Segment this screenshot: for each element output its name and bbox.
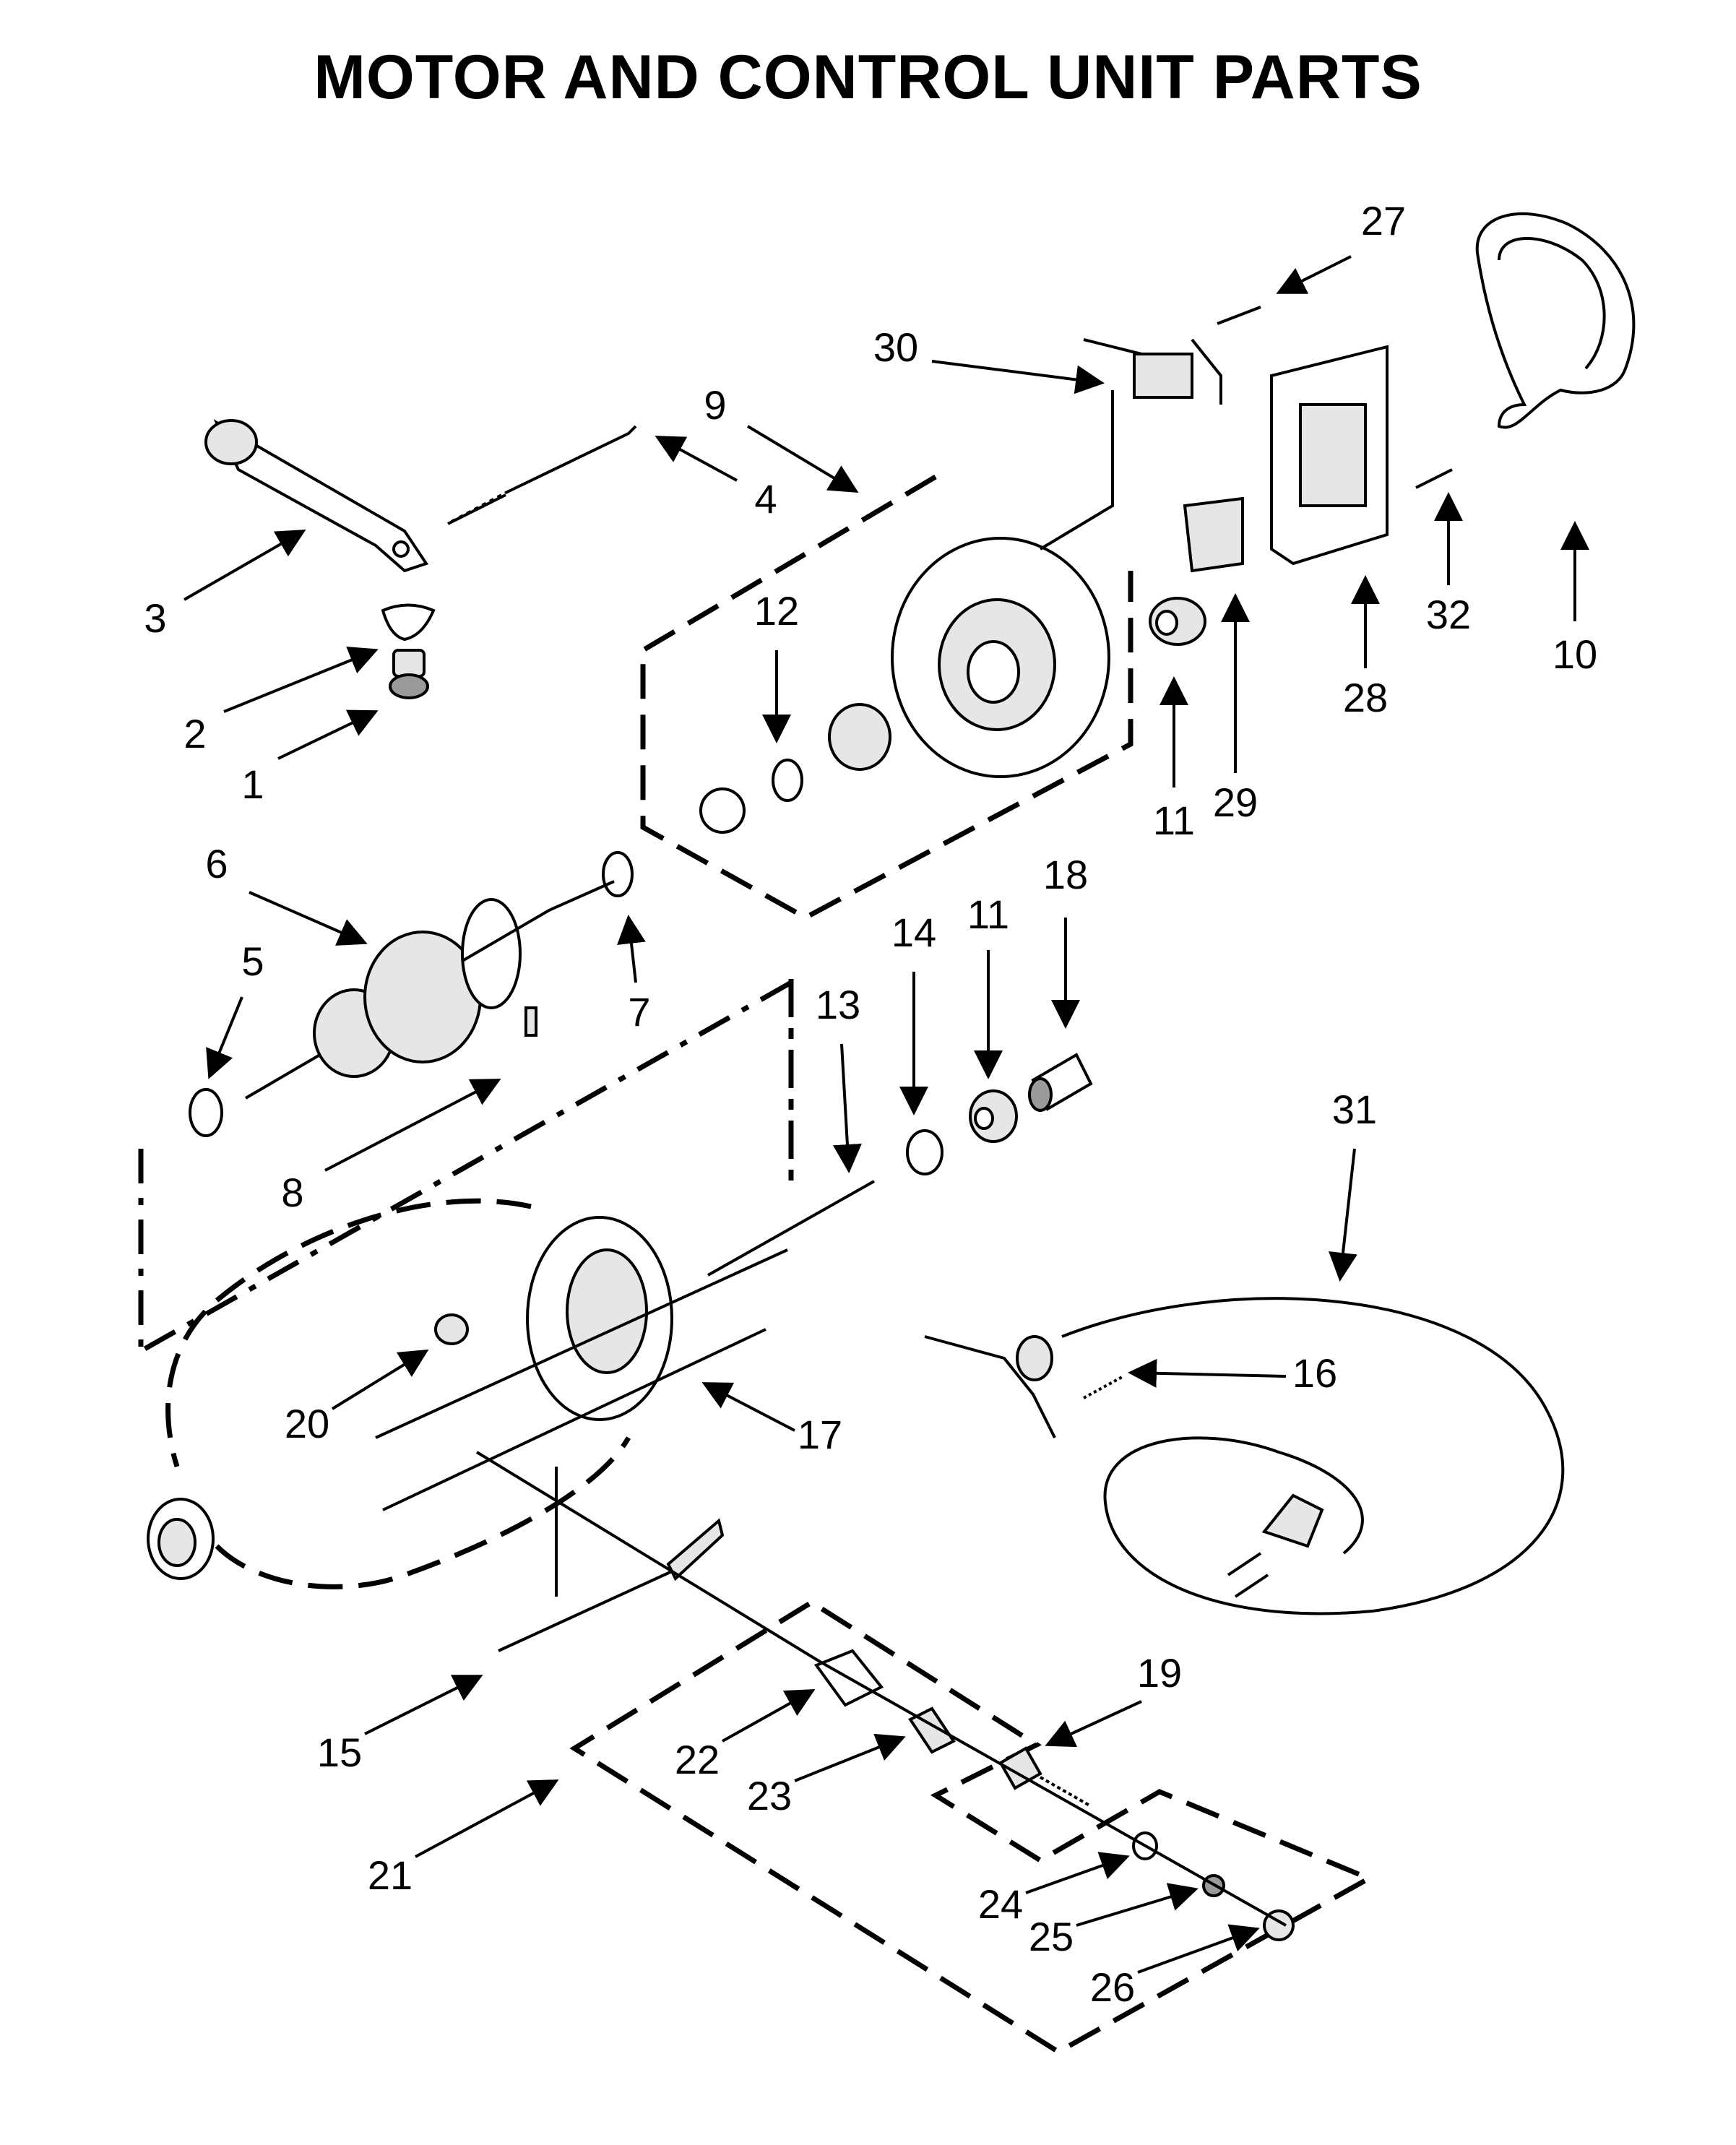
leader-c26: [1137, 1924, 1260, 1974]
leader-c3: [183, 530, 306, 601]
end-washer-part: [772, 759, 803, 802]
callout-c11b: 11: [967, 892, 1009, 937]
leader-c17: [701, 1382, 795, 1432]
callout-c11a: 11: [1153, 798, 1195, 843]
gasket-part: [1475, 212, 1636, 429]
leader-c30: [931, 360, 1105, 394]
callout-c20: 20: [285, 1401, 329, 1446]
through-bolt-part: [707, 1180, 875, 1277]
callout-c30: 30: [873, 324, 918, 370]
screw-part: [389, 649, 429, 699]
wiring-harness-part: [1039, 338, 1222, 551]
callout-c22: 22: [675, 1737, 720, 1782]
nut-upper-part: [1149, 597, 1206, 646]
callout-c21: 21: [368, 1852, 413, 1898]
leader-c22: [722, 1689, 816, 1743]
callout-c7: 7: [628, 989, 650, 1035]
callout-c5: 5: [241, 938, 264, 984]
armature-part: [244, 880, 615, 1100]
callout-c8: 8: [281, 1170, 303, 1215]
leader-lines: [183, 255, 1589, 1974]
leader-c8: [324, 1079, 501, 1172]
housing-outline-top: [139, 980, 793, 1354]
callout-c23: 23: [747, 1773, 792, 1818]
terminal-block-part: [1183, 496, 1244, 573]
nut-lower-part: [969, 1089, 1018, 1143]
control-screw-part: [1217, 306, 1261, 325]
parts: [147, 212, 1636, 1941]
hinge-lever-part: [204, 419, 429, 573]
armature-washer-part: [189, 1088, 223, 1137]
pin-part: [524, 1006, 537, 1037]
assembly-outlines: [138, 474, 1376, 2055]
leader-c13: [832, 1043, 862, 1173]
control-rod-part: [475, 1451, 821, 1663]
callout-c24: 24: [978, 1881, 1023, 1927]
callout-c16: 16: [1292, 1350, 1337, 1396]
callout-c12: 12: [754, 588, 799, 634]
leader-c20: [331, 1349, 429, 1410]
leader-c24: [1025, 1852, 1130, 1894]
leader-c2: [223, 646, 379, 713]
field-part: [375, 1216, 788, 1511]
spacer-part: [1028, 1053, 1093, 1112]
board-screw-part: [1415, 468, 1453, 489]
callout-c3: 3: [144, 595, 166, 641]
leader-c16: [1128, 1358, 1287, 1388]
motor-housing-outline: [165, 1198, 631, 1589]
callout-c31: 31: [1332, 1087, 1377, 1132]
brush-holder-outline: [569, 1602, 1376, 2055]
callout-c14: 14: [891, 910, 936, 955]
callout-c26: 26: [1090, 1964, 1135, 2010]
callout-labels: 1234567891011111213141516171819202122232…: [144, 198, 1597, 2010]
callout-c32: 32: [1426, 592, 1471, 637]
callout-c4: 4: [754, 476, 777, 522]
leader-c6: [249, 891, 368, 946]
end-cover-outline: [640, 474, 1133, 920]
leader-c7: [617, 915, 646, 983]
bearing-part: [828, 703, 891, 771]
power-cord-part: [924, 1297, 1565, 1615]
callout-c15: 15: [317, 1730, 362, 1775]
callout-c2: 2: [183, 711, 206, 756]
callout-c27: 27: [1361, 198, 1406, 243]
callout-c28: 28: [1343, 675, 1388, 720]
cord-screw-part: [1083, 1375, 1124, 1399]
star-washer-part: [906, 1129, 943, 1175]
plug-part: [434, 1313, 469, 1345]
leader-c25: [1076, 1883, 1199, 1927]
spring-part: [447, 425, 637, 525]
callout-c13: 13: [816, 982, 860, 1027]
callout-c17: 17: [798, 1412, 842, 1457]
leader-c15: [364, 1675, 483, 1735]
callout-c18: 18: [1043, 852, 1088, 897]
callout-c1: 1: [241, 761, 264, 807]
leader-c19: [1045, 1700, 1142, 1748]
end-cover-part: [891, 537, 1110, 778]
leader-c5: [206, 996, 243, 1079]
callout-c10: 10: [1553, 631, 1597, 677]
callout-c25: 25: [1029, 1914, 1074, 1959]
diagram-title: MOTOR AND CONTROL UNIT PARTS: [314, 43, 1422, 112]
leader-c23: [794, 1733, 906, 1782]
housing-front-part: [147, 1498, 215, 1580]
thrust-washer-part: [602, 851, 634, 897]
callout-c19: 19: [1137, 1650, 1182, 1696]
callout-c29: 29: [1213, 780, 1258, 825]
clip-ring-part: [699, 787, 746, 834]
leader-c9: [746, 425, 859, 493]
triangle-washer-part: [381, 603, 436, 642]
callout-c6: 6: [205, 841, 228, 886]
control-board-part: [1270, 345, 1389, 566]
leader-c21: [415, 1779, 559, 1858]
leader-c27: [1276, 255, 1352, 294]
leader-c4: [655, 436, 738, 482]
leader-c1: [277, 709, 379, 760]
brush-assembly-parts: [813, 1649, 1295, 1941]
callout-c9: 9: [704, 382, 726, 428]
leader-c31: [1329, 1148, 1357, 1282]
